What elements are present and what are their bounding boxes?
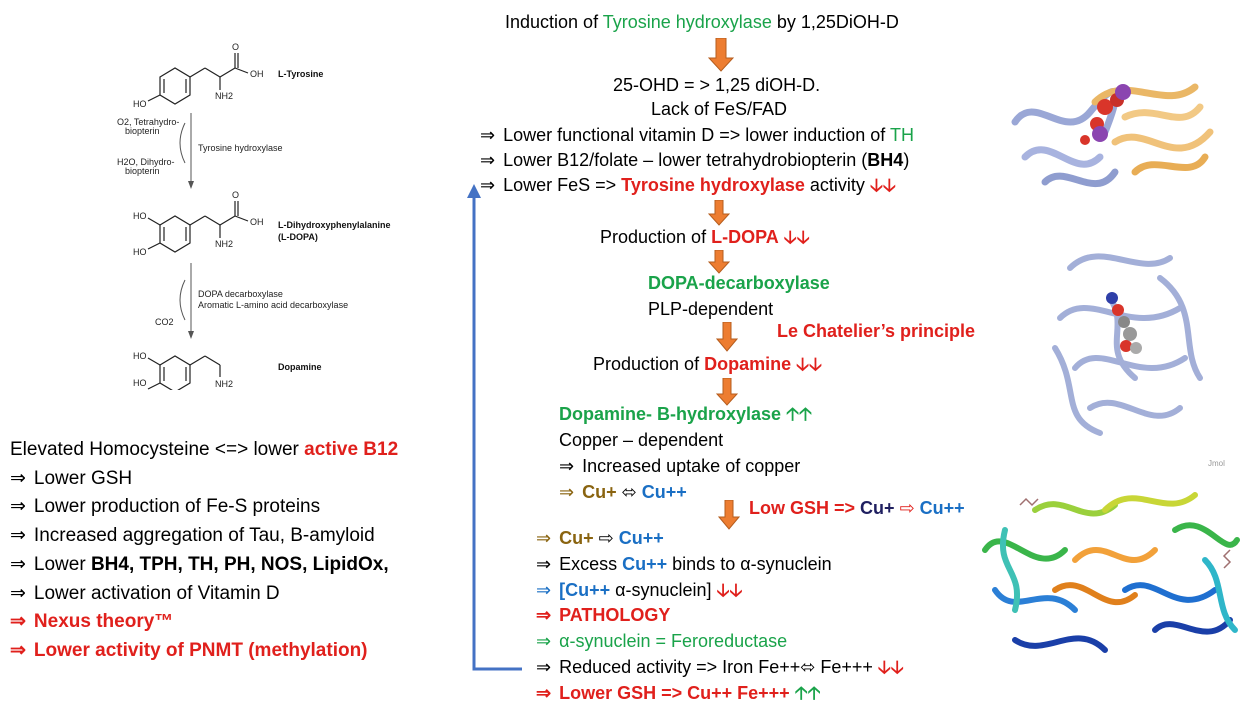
bullet-vitamin-d: ⇒Lower functional vitamin D => lower ind…	[480, 125, 914, 145]
cascade-line-6: ⇒Reduced activity => Iron Fe++⬄ Fe+++ 🡣🡣	[536, 656, 904, 677]
feedback-loop-arrow	[467, 184, 522, 671]
flow-arrow-5	[716, 378, 738, 406]
svg-text:L-Dihydroxyphenylalanine: L-Dihydroxyphenylalanine	[278, 220, 391, 230]
svg-text:biopterin: biopterin	[125, 126, 160, 136]
cascade-line-2: ⇒Excess Cu++ binds to α-synuclein	[536, 553, 832, 574]
copper-redox-line: ⇒Cu+ ⬄ Cu++	[559, 482, 687, 502]
jmol-label: Jmol	[1208, 459, 1225, 468]
svg-text:NH2: NH2	[215, 91, 233, 101]
enzyme-dopamine-b-hydroxylase: Dopamine- B-hydroxylase 🡡🡡	[559, 404, 812, 424]
dopa-decarboxylase-protein-image	[1052, 253, 1203, 436]
flow-arrow-2	[708, 200, 730, 226]
dopamine-structure	[147, 355, 221, 390]
svg-text:HO: HO	[133, 211, 147, 221]
svg-text:biopterin: biopterin	[125, 166, 160, 176]
consequences-list: Elevated Homocysteine <=> lower active B…	[10, 436, 398, 666]
svg-text:OH: OH	[250, 69, 264, 79]
flow-arrow-6	[718, 500, 740, 530]
left-line-7: ⇒Nexus theory™	[10, 611, 174, 633]
le-chatelier-label: Le Chatelier’s principle	[777, 321, 976, 341]
tyrosine-structure	[147, 53, 249, 105]
pathology-cascade: ⇒Cu+ ⇨ Cu++ ⇒Excess Cu++ binds to α-synu…	[536, 526, 904, 707]
down-arrows-icon: 🡣🡣	[783, 227, 810, 247]
svg-text:HO: HO	[133, 351, 147, 361]
enzyme-dopa-decarboxylase: DOPA-decarboxylase	[648, 273, 830, 293]
down-arrows-icon: 🡣🡣	[869, 175, 896, 195]
tyrosine-label: L-Tyrosine	[278, 69, 323, 79]
svg-text:HO: HO	[133, 247, 147, 257]
cascade-line-5: ⇒α-synuclein = Feroreductase	[536, 631, 788, 652]
enzyme-tyrosine-hydroxylase-label: Tyrosine hydroxylase	[198, 143, 283, 153]
flow-arrow-3	[708, 250, 730, 274]
biosynthesis-pathway-diagram: O OH NH2 HO L-Tyrosine O2, Tetrahydro- b…	[117, 42, 391, 390]
production-ldopa: Production of L-DOPA 🡣🡣	[600, 227, 810, 247]
cascade-line-4: ⇒PATHOLOGY	[536, 605, 671, 626]
svg-text:HO: HO	[133, 378, 147, 388]
plp-dependent: PLP-dependent	[648, 299, 774, 319]
production-dopamine: Production of Dopamine 🡣🡣	[593, 354, 822, 374]
svg-text:NH2: NH2	[215, 239, 233, 249]
conversion-line: 25-OHD = > 1,25 diOH-D.	[613, 75, 821, 95]
left-line-3: ⇒Lower production of Fe-S proteins	[10, 496, 321, 518]
fes-fad-line: Lack of FeS/FAD	[651, 99, 788, 119]
svg-text:H2O, Dihydro-: H2O, Dihydro-	[117, 157, 175, 167]
bullet-fes-tyrosine: ⇒Lower FeS => Tyrosine hydroxylase activ…	[480, 175, 896, 195]
svg-text:NH2: NH2	[215, 379, 233, 389]
up-arrows-icon: 🡡🡡	[786, 404, 812, 424]
header-line: Induction of Tyrosine hydroxylase by 1,2…	[505, 12, 899, 32]
down-arrows-icon: 🡣🡣	[877, 656, 904, 677]
svg-text:HO: HO	[133, 99, 147, 109]
flow-arrow-4	[716, 322, 738, 352]
up-arrows-icon: 🡡🡡	[794, 682, 821, 703]
cascade-line-3: ⇒[Cu++ α-synuclein] 🡣🡣	[536, 579, 743, 600]
down-arrows-icon: 🡣🡣	[716, 579, 743, 600]
left-line-5: ⇒Lower BH4, TPH, TH, PH, NOS, LipidOx,	[10, 553, 389, 575]
increased-copper-uptake: ⇒Increased uptake of copper	[559, 456, 801, 476]
cascade-line-1: ⇒Cu+ ⇨ Cu++	[536, 528, 664, 548]
svg-text:O: O	[232, 42, 239, 52]
left-line-2: ⇒Lower GSH	[10, 467, 133, 489]
svg-text:Aromatic L-amino acid decarbox: Aromatic L-amino acid decarboxylase	[198, 300, 348, 310]
copper-dependent: Copper – dependent	[559, 430, 724, 450]
down-arrows-icon: 🡣🡣	[796, 354, 822, 374]
ldopa-structure	[147, 201, 249, 253]
svg-text:(L-DOPA): (L-DOPA)	[278, 232, 318, 242]
svg-text:Dopamine: Dopamine	[278, 362, 322, 372]
svg-text:O2, Tetrahydro-: O2, Tetrahydro-	[117, 117, 179, 127]
svg-text:OH: OH	[250, 217, 264, 227]
svg-text:O: O	[232, 190, 239, 200]
bullet-b12-folate: ⇒Lower B12/folate – lower tetrahydrobiop…	[480, 150, 910, 170]
low-gsh-note: Low GSH => Cu+ ⇨ Cu++	[749, 498, 965, 518]
left-line-8: ⇒Lower activity of PNMT (methylation)	[10, 639, 368, 661]
flow-arrow-1	[708, 38, 734, 72]
cascade-line-7: ⇒Lower GSH => Cu++ Fe+++ 🡡🡡	[536, 682, 821, 703]
svg-text:CO2: CO2	[155, 317, 174, 327]
left-line-6: ⇒Lower activation of Vitamin D	[10, 582, 280, 604]
svg-text:DOPA decarboxylase: DOPA decarboxylase	[198, 289, 283, 299]
left-line-1: Elevated Homocysteine <=> lower active B…	[10, 439, 399, 460]
dopamine-b-hydroxylase-protein-image	[982, 492, 1240, 653]
tyrosine-hydroxylase-protein-image	[1011, 83, 1214, 188]
left-line-4: ⇒Increased aggregation of Tau, B-amyloid	[10, 525, 375, 547]
